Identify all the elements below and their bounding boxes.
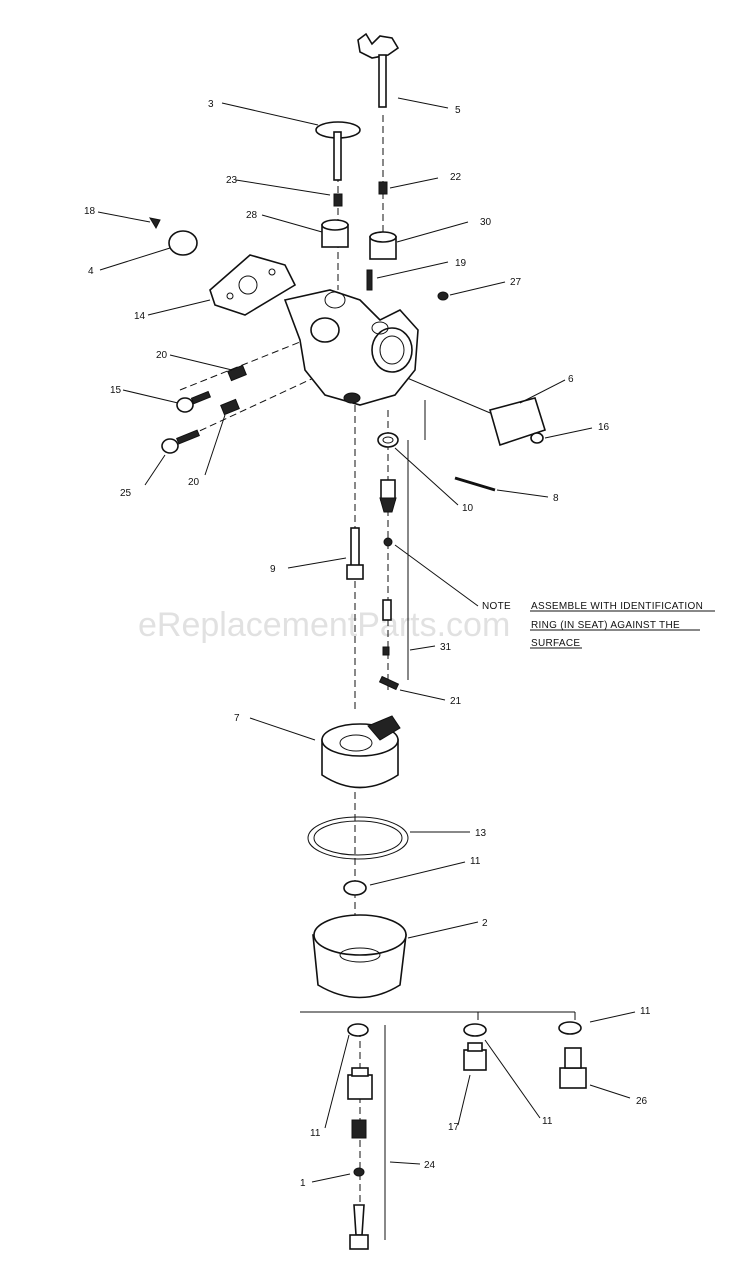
plug-part-27 [437, 291, 449, 301]
shaft-part-8 [454, 476, 496, 492]
callout-5: 5 [455, 105, 461, 116]
callout-26: 26 [636, 1096, 648, 1107]
callout-22: 22 [450, 172, 462, 183]
needle-part-31 [382, 599, 392, 621]
callout-7: 7 [234, 713, 240, 724]
callout-23: 23 [226, 175, 238, 186]
watermark: eReplacementParts.com [138, 606, 510, 644]
callout-16: 16 [598, 422, 610, 433]
spring-part-23 [333, 193, 343, 207]
callout-13: 13 [475, 828, 487, 839]
spring-part-22 [378, 181, 388, 195]
float-part-7 [321, 715, 401, 789]
axis-line [399, 374, 496, 416]
seat-ring [383, 537, 393, 547]
callout-21: 21 [450, 696, 462, 707]
callout-15: 15 [110, 385, 122, 396]
callout-3: 3 [208, 99, 214, 110]
spring-bottom [351, 1119, 367, 1139]
callout-25: 25 [120, 488, 132, 499]
callout-17: 17 [448, 1122, 460, 1133]
fitting-part-26 [559, 1047, 587, 1089]
screw-part-16 [530, 432, 544, 444]
needle-screw-bottom [349, 1204, 369, 1250]
callout-1: 1 [300, 1178, 306, 1189]
axis-line [179, 374, 321, 441]
washer-part-11c [463, 1023, 487, 1037]
callout-20a: 20 [156, 350, 168, 361]
o-ring-part-1 [353, 1167, 365, 1177]
washer-part-11b [347, 1023, 369, 1037]
callout-2: 2 [482, 918, 488, 929]
pin-part-19 [366, 269, 373, 291]
needle-seat [379, 479, 397, 513]
callout-4: 4 [88, 266, 94, 277]
pin-part-21 [378, 675, 400, 691]
callout-9: 9 [270, 564, 276, 575]
nut-part-17 [463, 1042, 487, 1071]
clip [382, 646, 390, 656]
callout-18: 18 [84, 206, 96, 217]
spring-part-20b [220, 398, 240, 416]
note-line-1: ASSEMBLE WITH IDENTIFICATION [531, 601, 703, 612]
plate-part-4 [168, 230, 198, 256]
washer-part-11d [558, 1021, 582, 1035]
callout-28: 28 [246, 210, 258, 221]
callout-14: 14 [134, 311, 146, 322]
callout-24: 24 [424, 1160, 436, 1171]
callout-27: 27 [510, 277, 522, 288]
callout-10: 10 [462, 503, 474, 514]
gasket-part-14 [209, 254, 297, 316]
note-line-2: RING (IN SEAT) AGAINST THE [531, 620, 680, 631]
gasket-part-13 [307, 816, 409, 860]
note-line-3: SURFACE [531, 638, 580, 649]
callout-8: 8 [553, 493, 559, 504]
choke-shaft-part-5 [357, 32, 400, 108]
washer-part-11a [343, 880, 367, 896]
callout-19: 19 [455, 258, 467, 269]
callout-11b: 11 [640, 1006, 651, 1017]
callout-30: 30 [480, 217, 492, 228]
bushing-part-30 [369, 231, 397, 260]
carburetor-body [283, 289, 419, 406]
float-bowl-part-2 [312, 914, 407, 999]
callout-20b: 20 [188, 477, 200, 488]
screw-part-25 [161, 429, 200, 454]
note-label: NOTE [482, 601, 511, 612]
callout-31: 31 [440, 642, 452, 653]
callout-11d: 11 [542, 1116, 553, 1127]
callout-11c: 11 [310, 1128, 321, 1139]
screw-part-15 [176, 390, 212, 413]
tube-part-9 [346, 527, 364, 580]
washer-part-10 [377, 432, 399, 448]
nut-bottom [347, 1067, 373, 1100]
throttle-shaft-part-3 [315, 121, 361, 181]
callout-11a: 11 [470, 856, 481, 867]
screw-part-18 [148, 217, 161, 230]
plate-part-6 [489, 397, 546, 447]
spring-part-20a [227, 364, 247, 382]
bushing-part-28 [321, 219, 349, 248]
callout-6: 6 [568, 374, 574, 385]
